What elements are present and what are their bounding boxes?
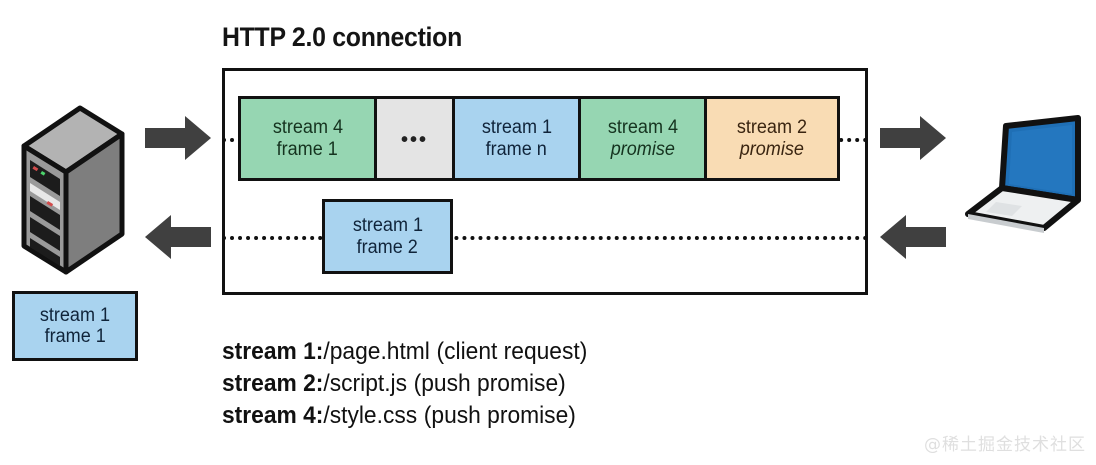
legend-row: stream 2:/script.js(push promise) [222, 368, 587, 400]
frame-line2: promise [610, 138, 675, 160]
frame-stream1-framen: stream 1 frame n [455, 99, 581, 178]
frame-line2: frame 1 [44, 326, 106, 347]
frame-stream4-frame1: stream 4 frame 1 [241, 99, 377, 178]
legend-row: stream 1:/page.html(client request) [222, 336, 587, 368]
legend-note: (client request) [436, 338, 588, 365]
frame-stream1-frame2: stream 1 frame 2 [322, 199, 453, 274]
legend-path: /script.js [323, 369, 408, 397]
frame-line2: frame n [485, 138, 548, 160]
frame-line1: stream 1 [39, 304, 111, 326]
page-title: HTTP 2.0 connection [222, 22, 462, 52]
arrow-server-to-connection [145, 116, 211, 160]
legend-path: /style.css [323, 401, 418, 429]
frame-line2: frame 1 [276, 138, 339, 160]
legend-stream-label: stream 4: [222, 401, 324, 429]
frame-strip-downstream: stream 4 frame 1 ••• stream 1 frame n st… [238, 96, 840, 181]
legend-stream-label: stream 2: [222, 369, 324, 397]
legend-path: /page.html [323, 338, 430, 365]
arrow-client-to-connection [880, 215, 946, 259]
transport-line-upstream [222, 236, 868, 240]
frame-line2: frame 2 [356, 236, 419, 258]
legend: stream 1:/page.html(client request) stre… [222, 336, 607, 432]
laptop-icon [962, 104, 1086, 240]
legend-note: (push promise) [413, 369, 566, 397]
frame-line2: promise [739, 138, 805, 160]
frame-line1: stream 4 [272, 117, 343, 139]
legend-note: (push promise) [423, 401, 576, 429]
server-icon [18, 104, 126, 276]
frame-line1: stream 1 [352, 215, 423, 237]
frame-line1: stream 1 [481, 117, 552, 139]
frame-stream4-promise: stream 4 promise [581, 99, 707, 178]
watermark: @稀土掘金技术社区 [924, 435, 1086, 455]
frame-line1: stream 2 [736, 117, 808, 139]
frame-ellipsis: ••• [377, 99, 455, 178]
arrow-connection-to-server [145, 215, 211, 259]
frame-stream2-promise: stream 2 promise [707, 99, 837, 178]
detached-frame-stream1-frame1: stream 1 frame 1 [12, 291, 138, 361]
legend-stream-label: stream 1: [222, 338, 324, 365]
arrow-connection-to-client [880, 116, 946, 160]
frame-line1: stream 4 [607, 117, 678, 139]
frame-line2: ••• [400, 129, 428, 152]
legend-row: stream 4:/style.css(push promise) [222, 400, 587, 432]
